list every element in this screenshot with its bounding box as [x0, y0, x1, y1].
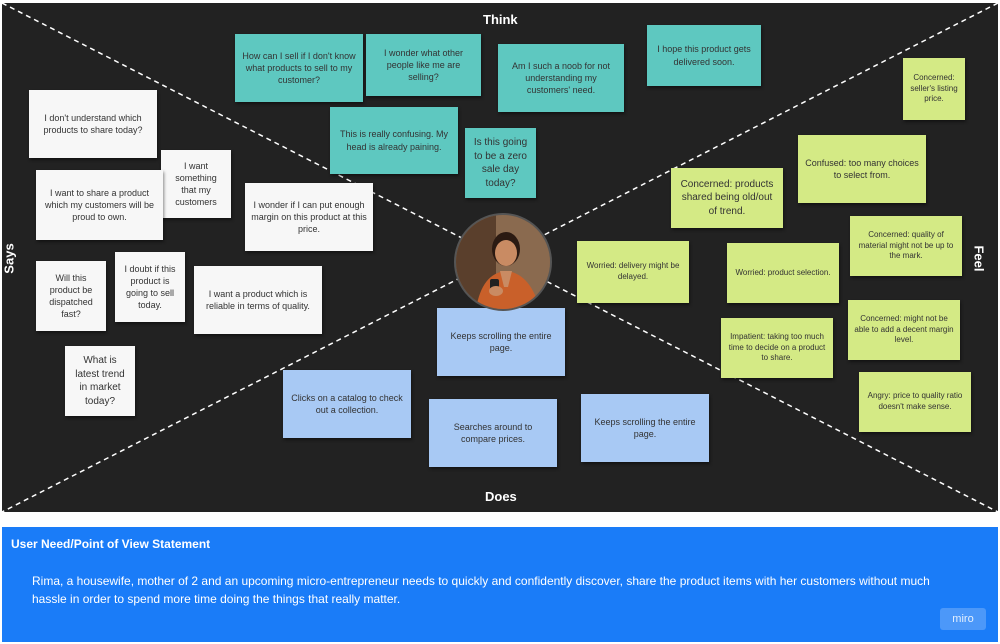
- feel-note[interactable]: Angry: price to quality ratio doesn't ma…: [859, 372, 971, 432]
- says-note[interactable]: I want a product which is reliable in te…: [194, 266, 322, 334]
- pov-body: Rima, a housewife, mother of 2 and an up…: [32, 574, 930, 606]
- think-note[interactable]: This is really confusing. My head is alr…: [330, 107, 458, 174]
- says-note[interactable]: Will this product be dispatched fast?: [36, 261, 106, 331]
- miro-watermark: miro: [940, 608, 986, 630]
- think-note[interactable]: I wonder what other people like me are s…: [366, 34, 481, 96]
- feel-note[interactable]: Concerned: products shared being old/out…: [671, 168, 783, 228]
- says-note[interactable]: I want to share a product which my custo…: [36, 170, 163, 240]
- feel-note[interactable]: Concerned: quality of material might not…: [850, 216, 962, 276]
- think-note[interactable]: How can I sell if I don't know what prod…: [235, 34, 363, 102]
- does-note[interactable]: Searches around to compare prices.: [429, 399, 557, 467]
- feel-note[interactable]: Concerned: might not be able to add a de…: [848, 300, 960, 360]
- does-note[interactable]: Keeps scrolling the entire page.: [581, 394, 709, 462]
- empathy-map-board: Think Does Says Feel How can I sell if I…: [2, 3, 998, 512]
- says-note[interactable]: I want something that my customers: [161, 150, 231, 218]
- think-note[interactable]: I hope this product gets delivered soon.: [647, 25, 761, 86]
- feel-label: Feel: [971, 245, 987, 272]
- feel-note[interactable]: Concerned: seller's listing price.: [903, 58, 965, 120]
- says-note[interactable]: What is latest trend in market today?: [65, 346, 135, 416]
- feel-note[interactable]: Impatient: taking too much time to decid…: [721, 318, 833, 378]
- feel-note[interactable]: Worried: product selection.: [727, 243, 839, 303]
- think-note[interactable]: Is this going to be a zero sale day toda…: [465, 128, 536, 198]
- says-note[interactable]: I don't understand which products to sha…: [29, 90, 157, 158]
- pov-title: User Need/Point of View Statement: [11, 537, 211, 551]
- think-label: Think: [483, 12, 518, 27]
- think-note[interactable]: Am I such a noob for not understanding m…: [498, 44, 624, 112]
- does-note[interactable]: Keeps scrolling the entire page.: [437, 308, 565, 376]
- says-note[interactable]: I doubt if this product is going to sell…: [115, 252, 185, 322]
- feel-note[interactable]: Worried: delivery might be delayed.: [577, 241, 689, 303]
- feel-note[interactable]: Confused: too many choices to select fro…: [798, 135, 926, 203]
- says-label: Says: [2, 243, 17, 274]
- persona-avatar: [454, 213, 552, 311]
- pov-statement-panel: User Need/Point of View Statement Rima, …: [2, 527, 998, 642]
- does-label: Does: [485, 489, 517, 504]
- does-note[interactable]: Clicks on a catalog to check out a colle…: [283, 370, 411, 438]
- says-note[interactable]: I wonder if I can put enough margin on t…: [245, 183, 373, 251]
